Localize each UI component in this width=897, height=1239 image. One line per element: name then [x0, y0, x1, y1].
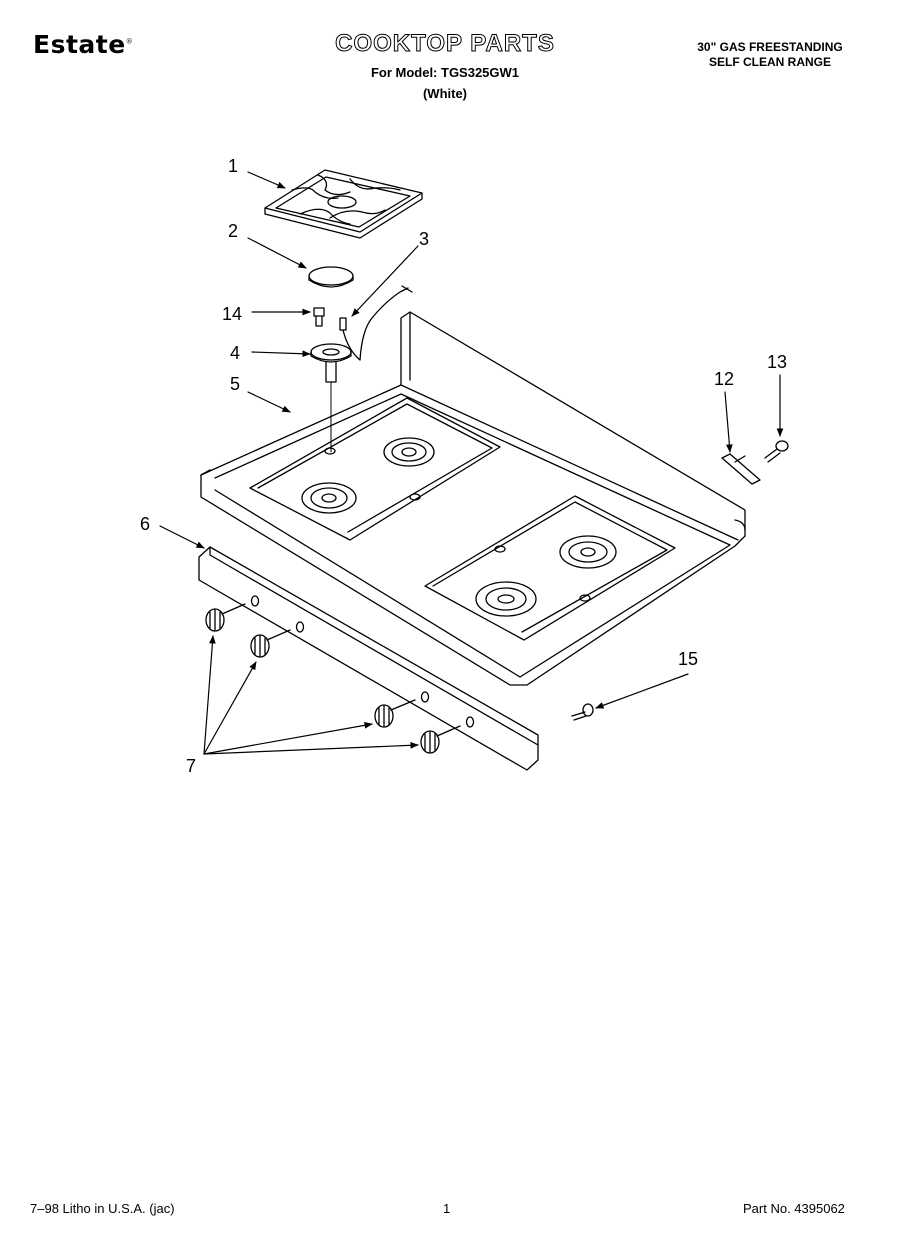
control-knobs-part [205, 603, 461, 754]
desc-line-2: SELF CLEAN RANGE [708, 55, 831, 69]
callout-4: 4 [230, 343, 240, 363]
knob-2 [250, 629, 291, 658]
control-panel-part [198, 546, 539, 771]
callout-14: 14 [222, 304, 242, 324]
callout-5: 5 [230, 374, 240, 394]
burner-cap-part [308, 266, 354, 288]
color-line: (White) [422, 86, 468, 101]
knob-3 [374, 699, 416, 728]
callout-12: 12 [714, 369, 734, 389]
electrode-part [339, 285, 413, 361]
footer-part-number: Part No. 4395062 [743, 1201, 845, 1216]
knob-1 [205, 603, 246, 632]
callout-labels: 1 2 3 14 4 5 6 7 12 13 15 [140, 156, 787, 776]
cooktop-part [200, 311, 746, 686]
screw-part [764, 440, 789, 463]
panel-screw-part [571, 703, 594, 721]
callout-1: 1 [228, 156, 238, 176]
burner-grate-part [264, 169, 423, 239]
model-line: For Model: TGS325GW1 [370, 65, 520, 80]
desc-line-1: 30" GAS FREESTANDING [697, 40, 843, 54]
brand-registered-mark: ® [125, 37, 134, 46]
burner-base-part [310, 343, 352, 453]
knob-4 [420, 725, 461, 754]
footer-page-number: 1 [443, 1201, 451, 1216]
product-description: 30" GAS FREESTANDING SELF CLEAN RANGE [660, 40, 880, 70]
bracket-part [721, 453, 761, 485]
orifice-part [313, 307, 325, 327]
brand-name: Estate [33, 30, 126, 59]
callout-7: 7 [186, 756, 196, 776]
model-info: For Model: TGS325GW1 (White) [330, 62, 560, 104]
leader-arrows [159, 171, 784, 755]
callout-6: 6 [140, 514, 150, 534]
brand-logo: Estate® [33, 30, 133, 59]
footer-litho: 7–98 Litho in U.S.A. (jac) [30, 1201, 175, 1216]
callout-15: 15 [678, 649, 698, 669]
callout-13: 13 [767, 352, 787, 372]
callout-2: 2 [228, 221, 238, 241]
callout-3: 3 [419, 229, 429, 249]
title-text: COOKTOP PARTS [335, 30, 555, 58]
